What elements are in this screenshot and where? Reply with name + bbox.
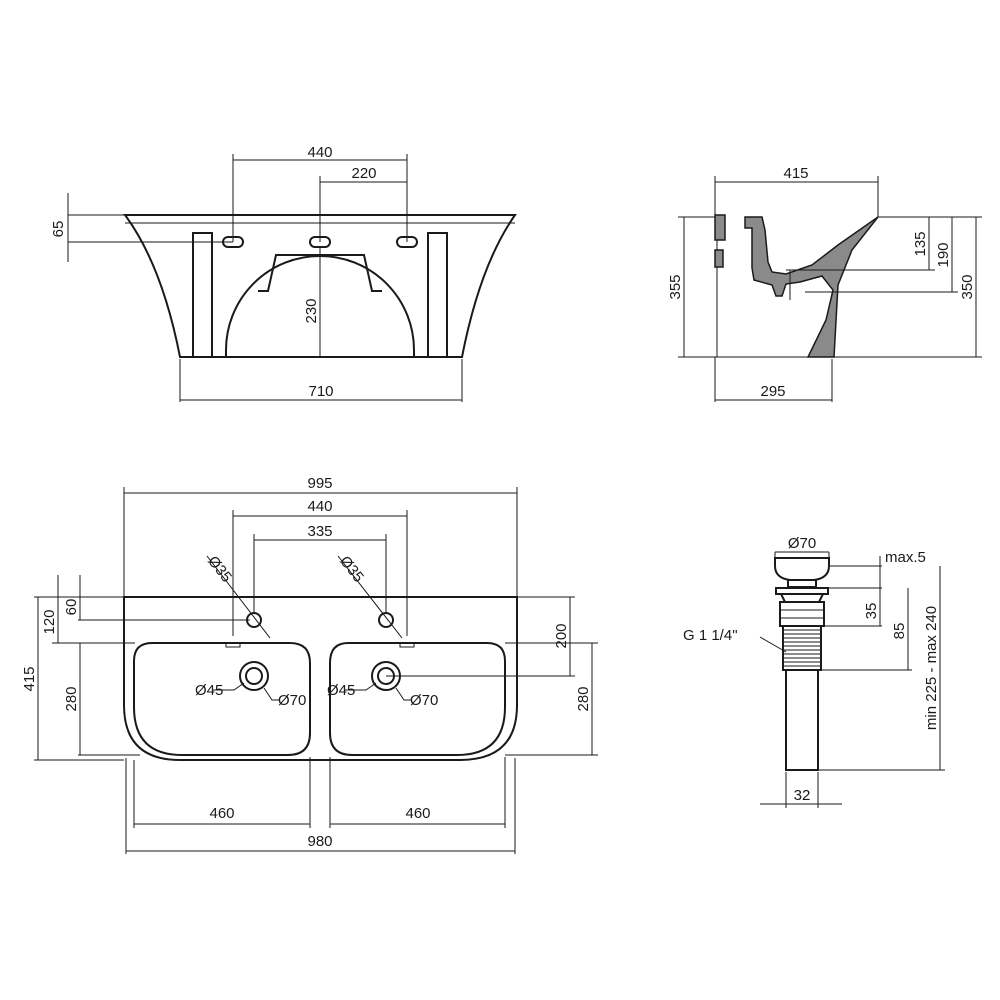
side-dim-295: 295 (760, 383, 785, 400)
front-left-leg (192, 232, 213, 358)
drain-dim-85: 85 (891, 623, 908, 640)
top-dim-70-left: Ø70 (278, 692, 306, 709)
front-dim-220: 220 (351, 165, 376, 182)
side-wall-bracket-bottom (714, 249, 724, 268)
top-basin-outline (123, 596, 518, 761)
side-view: 415 355 135 190 350 295 (667, 165, 982, 402)
top-dim-415: 415 (21, 666, 38, 691)
top-dim-280-right: 280 (575, 686, 592, 711)
top-drain-outer-left (239, 661, 269, 691)
top-dim-995: 995 (307, 475, 332, 492)
drain-stem (787, 579, 817, 588)
side-dim-355: 355 (667, 274, 684, 299)
drain-dim-max5: max.5 (885, 549, 926, 566)
side-wall-bracket-top (714, 214, 726, 241)
drain-cap (774, 557, 830, 581)
top-bowl-right (329, 642, 506, 756)
drain-collar (779, 593, 825, 603)
top-dim-45-left: Ø45 (195, 682, 223, 699)
drain-dim-32: 32 (794, 787, 811, 804)
top-dim-70-right: Ø70 (410, 692, 438, 709)
top-view: 995 440 335 Ø35 Ø35 120 60 415 280 200 2 (21, 475, 598, 854)
drain-dim-thread: G 1 1/4" (683, 627, 738, 644)
top-dim-460-left: 460 (209, 805, 234, 822)
drain-nut (779, 601, 825, 627)
top-dim-280-left: 280 (63, 686, 80, 711)
top-dim-120: 120 (41, 609, 58, 634)
top-dim-460-right: 460 (405, 805, 430, 822)
top-dim-200: 200 (553, 623, 570, 648)
front-dim-230: 230 (303, 298, 320, 323)
top-dim-335: 335 (307, 523, 332, 540)
top-drain-inner-left (245, 667, 263, 685)
top-dim-35-right: Ø35 (336, 553, 367, 586)
side-dim-350: 350 (959, 274, 976, 299)
front-dim-65: 65 (50, 221, 67, 238)
side-dim-190: 190 (935, 242, 952, 267)
drain-tail-pipe (785, 669, 819, 771)
drain-dim-35: 35 (863, 603, 880, 620)
front-view: 440 220 65 230 710 (50, 144, 517, 402)
front-basin-outline (123, 214, 517, 358)
top-dim-980: 980 (307, 833, 332, 850)
front-right-leg (427, 232, 448, 358)
top-overflow-right (399, 642, 415, 648)
top-bowl-left (133, 642, 311, 756)
front-dim-440: 440 (307, 144, 332, 161)
side-dim-415: 415 (783, 165, 808, 182)
top-overflow-left (225, 642, 241, 648)
drain-thread (782, 625, 822, 671)
top-dim-45-right: Ø45 (327, 682, 355, 699)
drain-dim-min-max: min 225 - max 240 (923, 606, 940, 730)
side-dim-135: 135 (912, 231, 929, 256)
top-dim-60: 60 (63, 599, 80, 616)
side-basin-section (744, 216, 879, 358)
drain-dim-70: Ø70 (788, 535, 816, 552)
front-dim-710: 710 (308, 383, 333, 400)
drain-view: Ø70 max.5 35 85 min 225 - max 240 G 1 1/… (683, 535, 945, 808)
top-tap-hole-right (378, 612, 394, 628)
top-dim-440: 440 (307, 498, 332, 515)
